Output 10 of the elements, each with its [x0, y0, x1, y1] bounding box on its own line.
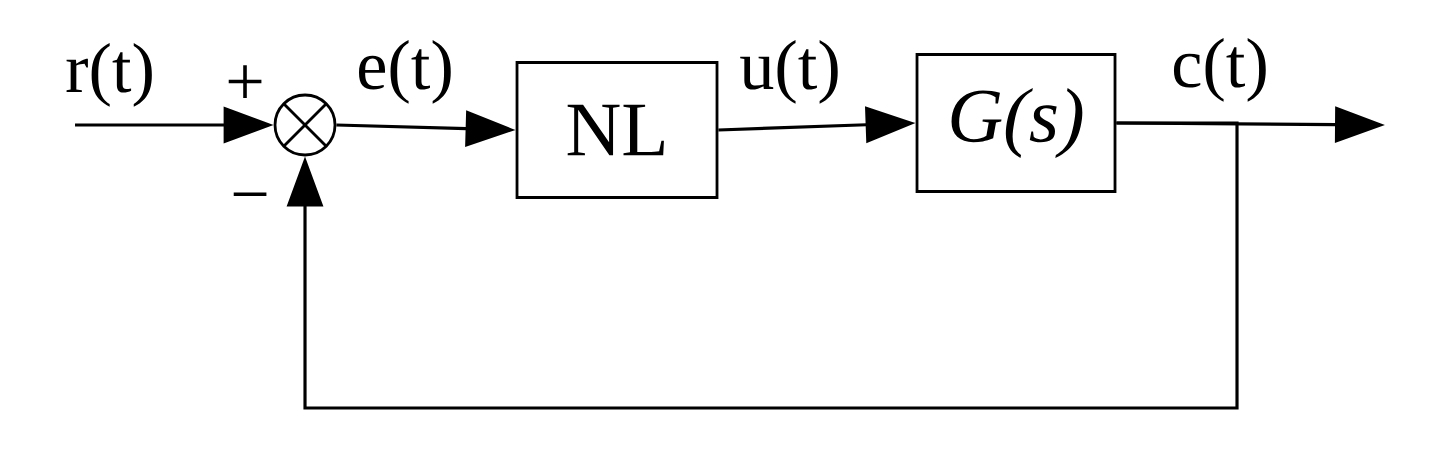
edge-label: e(t) — [359, 40, 451, 104]
sign-label: − — [233, 192, 267, 196]
block-box: NL — [515, 61, 719, 199]
arrow — [286, 121, 1239, 410]
edge-label: u(t) — [740, 40, 838, 104]
summing-junction — [273, 93, 337, 157]
sign-label: + — [228, 65, 262, 98]
edge-label: c(t) — [1173, 38, 1266, 102]
edge-label: r(t) — [66, 43, 152, 107]
block-box: G(s) — [915, 53, 1117, 193]
